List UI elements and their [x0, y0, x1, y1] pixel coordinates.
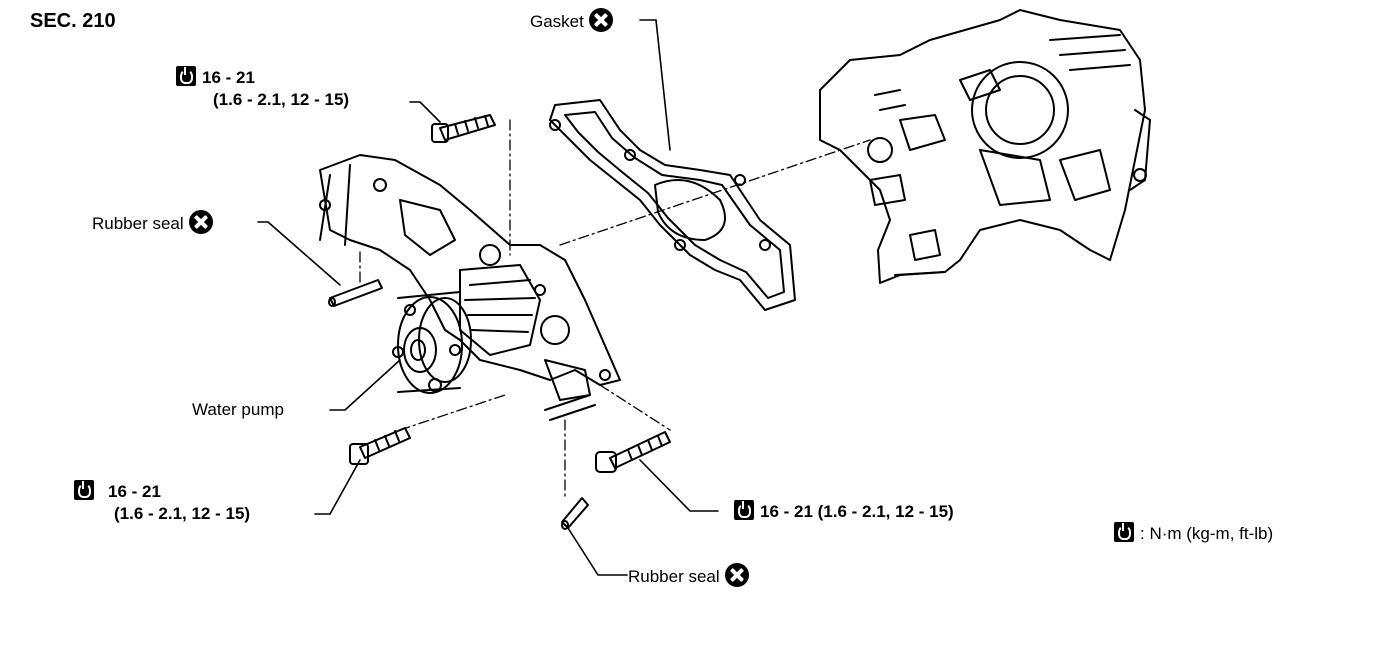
torque-top-row2: (1.6 - 2.1, 12 - 15) [213, 90, 350, 109]
water-pump-label: Water pump [192, 400, 284, 419]
gasket-part [549, 99, 796, 311]
alignment-lines [359, 119, 871, 501]
engine-block [819, 9, 1151, 284]
torque-right: 16 - 21 (1.6 - 2.1, 12 - 15) [734, 500, 954, 523]
torque-wrench-icon [1114, 522, 1134, 542]
rubber-seal-label-bottom: Rubber seal [628, 563, 749, 587]
torque-top-value: 16 - 21 [202, 68, 255, 87]
do-not-reuse-icon [588, 8, 613, 32]
torque-legend: : N·m (kg-m, ft-lb) [1114, 522, 1273, 544]
bolt-right [595, 431, 671, 473]
do-not-reuse-icon [724, 563, 749, 587]
rubber-seal-bottom-text: Rubber seal [628, 567, 720, 586]
leader-lines [257, 19, 719, 576]
torque-top: 16 - 21 (1.6 - 2.1, 12 - 15) [176, 66, 349, 111]
gasket-label-text: Gasket [530, 12, 584, 31]
water-pump-part [319, 154, 621, 421]
gasket-label: Gasket [530, 8, 613, 32]
torque-legend-text: : N·m (kg-m, ft-lb) [1140, 524, 1274, 543]
section-number: SEC. 210 [30, 10, 116, 32]
torque-wrench-icon [74, 480, 94, 500]
do-not-reuse-icon [188, 210, 213, 234]
bolt-left [349, 427, 411, 465]
torque-left-row2: (1.6 - 2.1, 12 - 15) [114, 504, 251, 523]
torque-left: 16 - 21 (1.6 - 2.1, 12 - 15) [74, 480, 250, 525]
bolt-top [431, 114, 496, 143]
torque-right-value: 16 - 21 (1.6 - 2.1, 12 - 15) [760, 502, 954, 521]
torque-wrench-icon [176, 66, 196, 86]
torque-wrench-icon [734, 500, 754, 520]
rubber-seal-label-top: Rubber seal [92, 210, 213, 234]
torque-left-row1: 16 - 21 [74, 480, 250, 503]
torque-left-value: 16 - 21 [108, 482, 161, 501]
rubber-seal-top-text: Rubber seal [92, 214, 184, 233]
rubber-seal-pin-top [328, 279, 383, 307]
torque-top-row1: 16 - 21 [176, 66, 349, 89]
rubber-seal-pin-bottom [561, 497, 589, 530]
